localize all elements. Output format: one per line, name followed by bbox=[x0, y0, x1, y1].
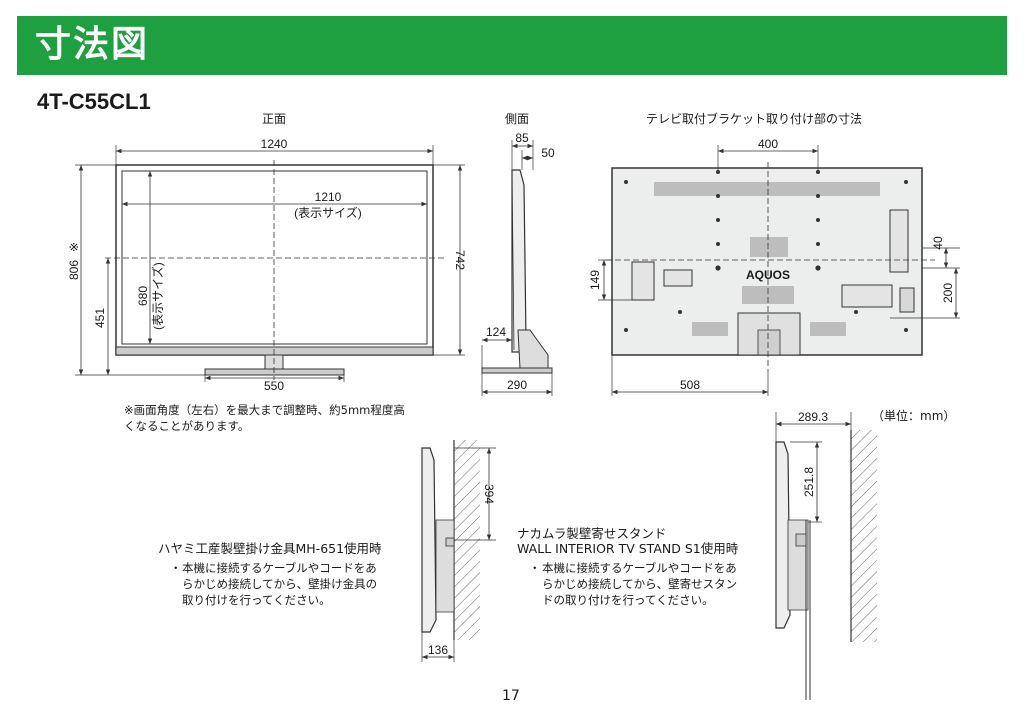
front-view bbox=[75, 145, 465, 382]
wall-hayami-bullet: ・ bbox=[170, 561, 182, 575]
tv-stand-side bbox=[481, 367, 553, 374]
dim-side-height: 149 bbox=[588, 270, 602, 290]
tv-back-outline bbox=[611, 167, 923, 356]
angle-footnote: ※画面角度（左右）を最大まで調整時、約5mm程度高くなることがあります。 bbox=[124, 403, 405, 433]
dim-screen-height: 680 bbox=[136, 286, 150, 306]
side-view bbox=[481, 140, 553, 396]
dim-total-width: 1240 bbox=[261, 137, 288, 151]
dim-panel-height: 742 bbox=[453, 250, 467, 270]
dim-wall-depth-hayami: 136 bbox=[428, 643, 448, 657]
dim-total-height-mark: ※ bbox=[67, 242, 81, 252]
dim-base-front: 124 bbox=[486, 325, 506, 339]
dimension-labels: 1240 1210 (表示サイズ) 680 (表示サイズ) 806 ※ 451 … bbox=[67, 131, 955, 657]
tv-stand-front bbox=[204, 368, 345, 376]
brand-logo: AQUOS bbox=[746, 268, 790, 282]
dim-total-height: 806 bbox=[67, 260, 81, 280]
wall-nakamura-title-2: WALL INTERIOR TV STAND S1使用時 bbox=[517, 541, 739, 556]
wall-hayami-note: 本機に接続するケーブルやコードをあらかじめ接続してから、壁掛け金具の取り付けを行… bbox=[182, 561, 378, 607]
dim-screen-width-note: (表示サイズ) bbox=[294, 205, 362, 220]
bracket-view bbox=[598, 145, 960, 396]
model-number: 4T-C55CL1 bbox=[37, 89, 151, 114]
dim-top-depth: 85 bbox=[515, 131, 529, 145]
wall-nakamura-note: 本機に接続するケーブルやコードをあらかじめ接続してから、壁寄せスタンドの取り付け… bbox=[542, 561, 738, 607]
view-label-side: 側面 bbox=[505, 112, 530, 126]
dim-stand-width: 550 bbox=[264, 379, 284, 393]
wall-nakamura-title-1: ナカムラ製壁寄せスタンド bbox=[517, 526, 667, 541]
view-label-front: 正面 bbox=[262, 112, 287, 126]
page-title: 寸法図 bbox=[35, 24, 150, 65]
unit-label: （単位：mm） bbox=[872, 409, 956, 423]
dim-wall-height-hayami: 394 bbox=[482, 484, 496, 504]
dim-wall-depth-nakamura: 289.3 bbox=[798, 410, 828, 424]
dim-screen-height-note: (表示サイズ) bbox=[150, 262, 165, 330]
title-banner: 寸法図 bbox=[17, 16, 1007, 75]
dim-base-depth: 290 bbox=[507, 378, 527, 392]
page-number: 17 bbox=[502, 688, 520, 704]
wall-mount-hayami-drawing bbox=[421, 440, 496, 662]
dim-top-offset: 40 bbox=[931, 236, 945, 250]
dim-hole-spacing-v: 200 bbox=[941, 283, 955, 303]
wall-nakamura-bullet: ・ bbox=[529, 561, 541, 575]
tv-screen bbox=[121, 170, 428, 345]
dim-wall-height-nakamura: 251.8 bbox=[802, 467, 816, 497]
dim-screen-width: 1210 bbox=[315, 190, 342, 204]
view-label-bracket: テレビ取付ブラケット取り付け部の寸法 bbox=[646, 112, 863, 126]
dim-center-offset: 508 bbox=[680, 378, 700, 392]
dim-lower-height: 451 bbox=[93, 308, 107, 328]
dim-panel-depth: 50 bbox=[541, 146, 555, 160]
dim-hole-spacing-h: 400 bbox=[758, 137, 778, 151]
wall-hayami-title: ハヤミ工産製壁掛け金具MH-651使用時 bbox=[158, 541, 382, 556]
wall-stand-nakamura-drawing bbox=[775, 412, 877, 700]
